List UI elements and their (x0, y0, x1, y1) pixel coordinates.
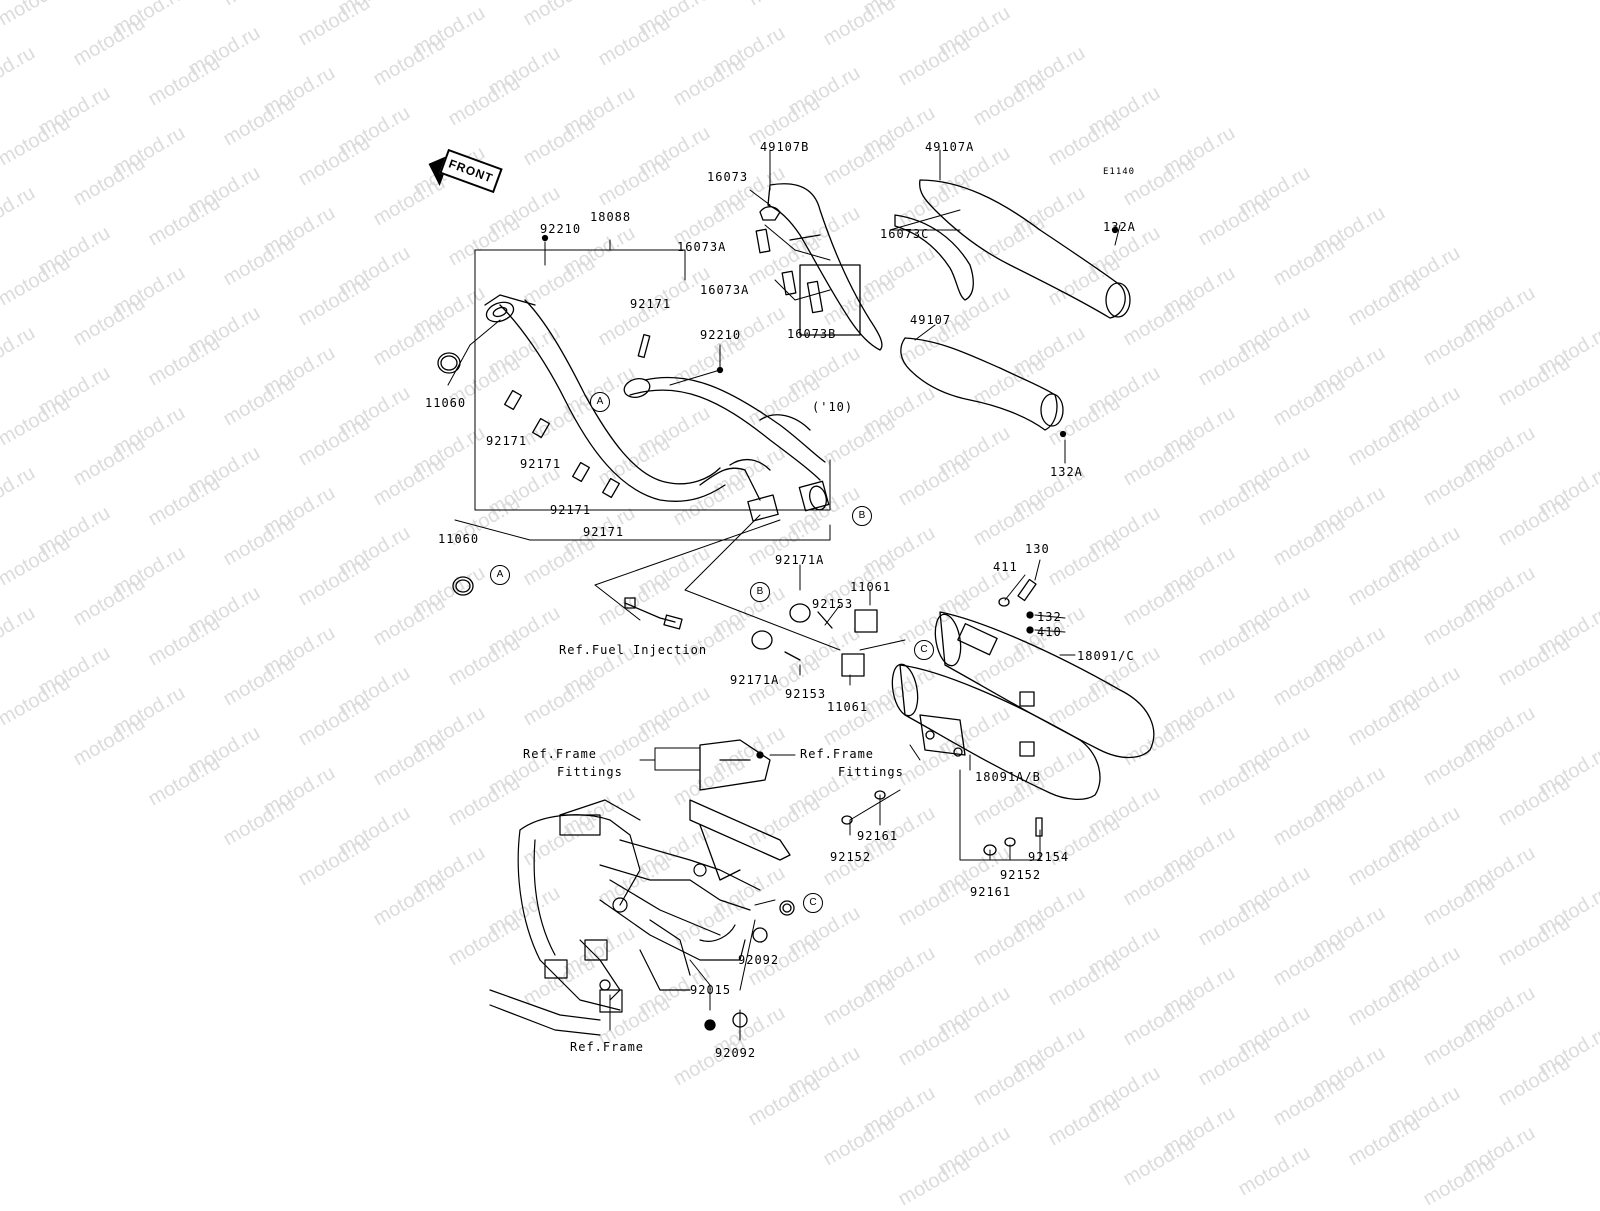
part-92092-bottom: 92092 (715, 1046, 757, 1060)
heat-shield-49107 (900, 337, 1064, 431)
part-92154: 92154 (1028, 850, 1070, 864)
part-92152-right: 92152 (1000, 868, 1042, 882)
studs-92171 (504, 333, 651, 499)
ref-frame: Ref.Frame (570, 1040, 645, 1054)
part-411: 411 (993, 560, 1018, 574)
ref-frame-fittings-left-line2: Fittings (557, 765, 623, 779)
part-16073B-year: ('10) (812, 400, 854, 414)
heat-shield-49107A (919, 179, 1131, 319)
part-92153-bottom: 92153 (785, 687, 827, 701)
gasket-11060-top (437, 352, 461, 374)
part-92152-left: 92152 (830, 850, 872, 864)
part-18091AB: 18091A/B (975, 770, 1041, 784)
part-16073B: 16073B (787, 327, 837, 341)
part-92171-d: 92171 (583, 525, 625, 539)
part-92210-top: 92210 (540, 222, 582, 236)
o2-sensor (624, 597, 683, 630)
part-16073: 16073 (707, 170, 749, 184)
callout-C-top: C (914, 640, 934, 660)
heat-shield-16073C (894, 214, 974, 301)
callout-A-top: A (590, 392, 610, 412)
callout-A-bottom: A (490, 565, 510, 585)
callout-B-right: B (852, 506, 872, 526)
ref-frame-fittings-right-line1: Ref.Frame (800, 747, 875, 761)
part-16073A-top: 16073A (677, 240, 727, 254)
leader-lines (447, 149, 1121, 1041)
part-16073A-bottom: 16073A (700, 283, 750, 297)
part-92171-c: 92171 (550, 503, 592, 517)
fasteners (704, 578, 1043, 1031)
part-92161-right: 92161 (970, 885, 1012, 899)
part-130: 130 (1025, 542, 1050, 556)
diagram-code: E1140 (1103, 167, 1136, 177)
clamps-16073 (755, 206, 861, 336)
part-92161-left: 92161 (857, 829, 899, 843)
muffler-bracket (689, 739, 791, 881)
part-92153-top: 92153 (812, 597, 854, 611)
part-92210-mid: 92210 (700, 328, 742, 342)
header-pipe-18088 (484, 294, 830, 522)
part-92171-top: 92171 (630, 297, 672, 311)
motorcycle-frame (489, 799, 761, 1036)
part-49107B: 49107B (760, 140, 810, 154)
callout-C-bottom: C (803, 893, 823, 913)
part-410: 410 (1037, 625, 1062, 639)
part-49107: 49107 (910, 313, 952, 327)
part-16073C: 16073C (880, 227, 930, 241)
ref-frame-fittings-right-line2: Fittings (838, 765, 904, 779)
part-92171-a: 92171 (486, 434, 528, 448)
part-132: 132 (1037, 610, 1062, 624)
clamps-92171A (751, 603, 878, 677)
part-92171A-bottom: 92171A (730, 673, 780, 687)
part-92015: 92015 (690, 983, 732, 997)
part-132A-bottom: 132A (1050, 465, 1083, 479)
part-11060-top: 11060 (425, 396, 467, 410)
ref-frame-fittings-left-line1: Ref.Frame (523, 747, 598, 761)
ref-fuel-injection: Ref.Fuel Injection (559, 643, 708, 657)
part-18091C: 18091/C (1077, 649, 1135, 663)
heat-shield-49107B (767, 183, 883, 351)
part-11060-bottom: 11060 (438, 532, 480, 546)
part-11061-bottom: 11061 (827, 700, 869, 714)
part-92171A-top: 92171A (775, 553, 825, 567)
part-92171-b: 92171 (520, 457, 562, 471)
part-132A-top: 132A (1103, 220, 1136, 234)
part-49107A: 49107A (925, 140, 975, 154)
part-11061-top: 11061 (850, 580, 892, 594)
part-92092-right: 92092 (738, 953, 780, 967)
gasket-11060-bottom (452, 576, 474, 596)
muffler-18091AB (891, 663, 1101, 800)
callout-B-left: B (750, 582, 770, 602)
muffler-18091C (934, 611, 1155, 759)
part-18088: 18088 (590, 210, 632, 224)
